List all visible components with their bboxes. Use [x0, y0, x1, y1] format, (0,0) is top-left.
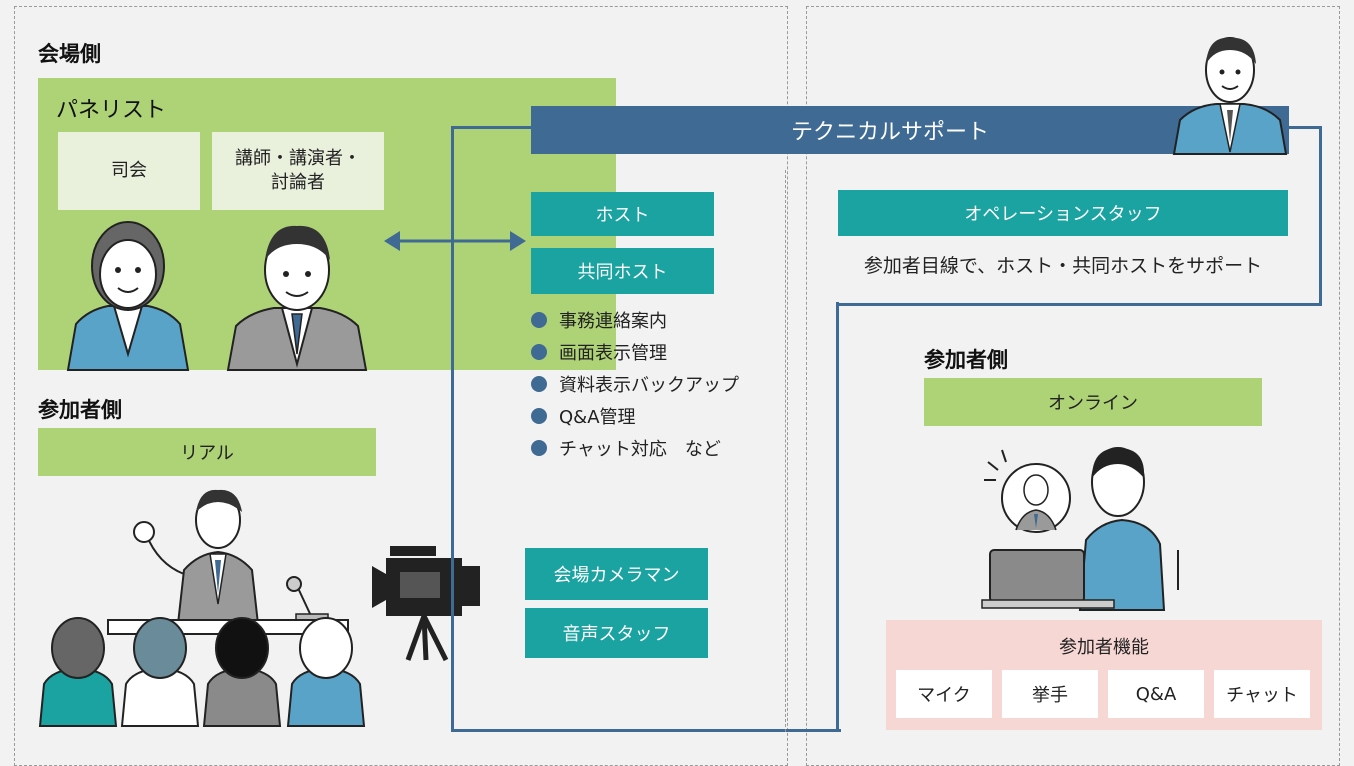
feature-chat: チャット — [1214, 670, 1310, 718]
double-arrow — [384, 231, 526, 251]
task-label: 資料表示バックアップ — [559, 375, 739, 396]
tech-frame-top-left — [451, 126, 531, 129]
operation-staff-box: オペレーションスタッフ — [838, 190, 1288, 236]
task-list: 事務連絡案内 画面表示管理 資料表示バックアップ Q&A管理 チャット対応 など — [531, 304, 739, 464]
task-item: 画面表示管理 — [531, 336, 739, 368]
role-mc: 司会 — [58, 132, 200, 210]
tech-support-frame-left — [451, 126, 841, 732]
task-label: 事務連絡案内 — [559, 311, 667, 332]
task-label: 画面表示管理 — [559, 343, 667, 364]
panelists-title: パネリスト — [56, 98, 167, 123]
features-title: 参加者機能 — [1059, 637, 1149, 658]
feature-raise-hand: 挙手 — [1002, 670, 1098, 718]
tech-frame-bottom-right — [836, 302, 839, 732]
host-box: ホスト — [531, 192, 714, 236]
task-label: Q&A管理 — [559, 407, 636, 428]
support-staff-illustration — [1172, 37, 1288, 155]
venue-heading: 会場側 — [38, 42, 101, 66]
online-label: オンライン — [924, 378, 1262, 426]
real-label: リアル — [38, 428, 376, 476]
audio-staff-box: 音声スタッフ — [525, 608, 708, 658]
task-item: Q&A管理 — [531, 400, 739, 432]
online-participant-illustration — [981, 447, 1179, 611]
venue-participants-heading: 参加者側 — [38, 398, 122, 422]
video-camera-icon — [372, 546, 480, 662]
task-item: 事務連絡案内 — [531, 304, 739, 336]
online-participants-heading: 参加者側 — [924, 348, 1008, 372]
bullet-dot — [531, 376, 547, 392]
bullet-dot — [531, 440, 547, 456]
lecture-scene-illustration — [38, 489, 366, 727]
feature-mic: マイク — [896, 670, 992, 718]
tech-support-title: テクニカルサポート — [531, 106, 1289, 154]
bullet-dot — [531, 344, 547, 360]
task-item: 資料表示バックアップ — [531, 368, 739, 400]
camera-staff-box: 会場カメラマン — [525, 548, 708, 600]
tech-divider — [785, 170, 786, 732]
task-item: チャット対応 など — [531, 432, 739, 464]
cohost-box: 共同ホスト — [531, 248, 714, 294]
task-label: チャット対応 など — [559, 439, 721, 460]
woman-panelist-illustration — [66, 221, 190, 371]
bullet-dot — [531, 408, 547, 424]
operation-desc: 参加者目線で、ホスト・共同ホストをサポート — [863, 254, 1263, 277]
role-lecturer: 講師・講演者・ 討論者 — [212, 132, 384, 210]
man-panelist-illustration — [226, 225, 368, 371]
bullet-dot — [531, 312, 547, 328]
feature-qa: Q&A — [1108, 670, 1204, 718]
